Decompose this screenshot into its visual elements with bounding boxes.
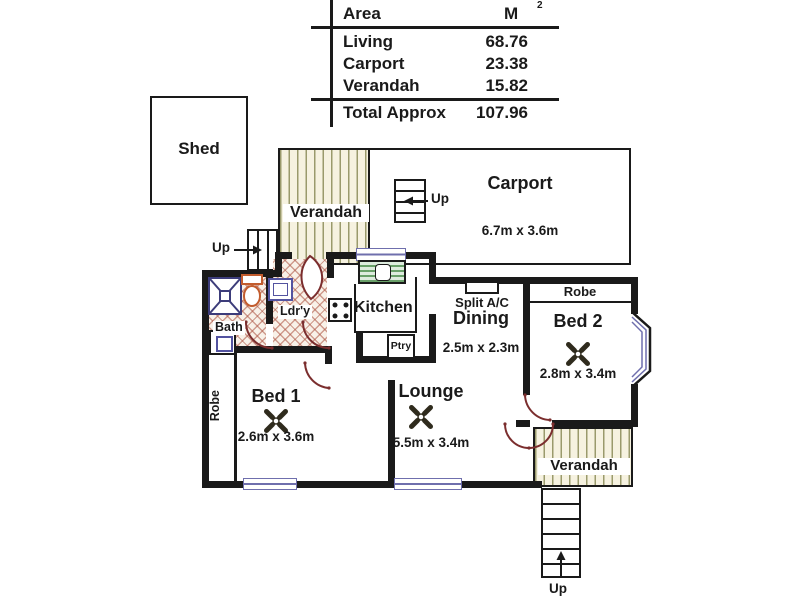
bed1-door-arc [304, 362, 330, 389]
table-total-label: Total Approx [343, 103, 446, 122]
carport-label: Carport [487, 173, 553, 193]
bed1-dims: 2.6m x 3.6m [237, 429, 315, 444]
wall [282, 252, 292, 259]
wall [325, 346, 332, 364]
bed2-robe-label: Robe [563, 284, 597, 299]
table-row-label: Living [343, 32, 394, 51]
bed1-window [243, 478, 297, 490]
wall [429, 252, 436, 284]
toilet-cistern [241, 274, 263, 285]
carport-dims: 6.7m x 3.6m [481, 223, 559, 238]
stove [328, 298, 352, 322]
french-door-left-arc [504, 423, 530, 449]
laundry-door-arc [302, 321, 330, 349]
dining-dims: 2.5m x 2.3m [442, 340, 520, 355]
dining-label: Dining [453, 308, 509, 328]
wall [516, 420, 530, 427]
entry-stairs-arrow-icon [234, 245, 262, 255]
wall [356, 356, 436, 363]
table-row-value: 23.38 [485, 54, 528, 73]
wall [429, 314, 436, 363]
toilet-icon [243, 285, 261, 307]
lounge-window [394, 478, 462, 490]
bed2-dims: 2.8m x 3.4m [539, 366, 617, 381]
split-ac-unit [465, 281, 499, 294]
laundry-label: Ldr'y [278, 304, 313, 319]
ceiling-fan-icon [566, 342, 590, 366]
stove-burners-icon [332, 302, 349, 319]
wall [202, 270, 209, 488]
bath-door-arc [245, 321, 273, 349]
rear-stairs-arrow-icon [556, 551, 566, 576]
kitchen-bench [354, 277, 417, 333]
back-door-arc [300, 254, 324, 301]
wall [429, 277, 638, 284]
bed1-label: Bed 1 [251, 386, 301, 406]
split-ac-label: Split A/C [455, 295, 509, 310]
rear-stairs-up-label: Up [549, 581, 567, 596]
wall [523, 277, 530, 395]
wall [327, 252, 334, 278]
bath-basin-bowl [216, 336, 233, 352]
kitchen-sink-bowl [375, 264, 391, 281]
bay-window [631, 311, 652, 388]
shed-room: Shed [150, 96, 248, 205]
table-header-rule [311, 26, 559, 29]
kitchen-label: Kitchen [354, 299, 413, 316]
ceiling-fan-hub [272, 417, 280, 425]
ceiling-fan-hub [417, 413, 425, 421]
ceiling-fan-hub [574, 350, 582, 358]
carport-stairs-up-label: Up [431, 191, 449, 206]
ceiling-fan-icon [264, 409, 288, 433]
table-header-unit: M [504, 4, 519, 23]
bed2-door-arc [524, 394, 551, 421]
wall [202, 346, 332, 353]
wall [326, 252, 358, 259]
wall [275, 252, 282, 277]
pantry-label: Ptry [390, 340, 412, 352]
shower-icon [209, 278, 241, 314]
entry-stairs [247, 229, 278, 271]
laundry-tub-bowl [273, 283, 288, 296]
kitchen-sink [358, 260, 406, 284]
bath-label: Bath [213, 320, 245, 335]
wall [388, 380, 395, 488]
wall [356, 333, 363, 363]
table-row-value: 68.76 [485, 32, 528, 51]
ceiling-fan-icon [409, 405, 433, 429]
wall [202, 270, 282, 277]
lounge-label: Lounge [398, 381, 464, 401]
bed2-robe: Robe [530, 284, 631, 303]
table-row-label: Carport [343, 54, 405, 73]
laundry-tub [268, 278, 293, 301]
bed2-label: Bed 2 [553, 311, 603, 331]
wall [631, 277, 638, 314]
wall [552, 420, 638, 427]
entry-stairs-up-label: Up [212, 240, 230, 255]
table-vertical-rule [330, 0, 333, 127]
door-hinge-dots [244, 320, 555, 450]
wall [631, 384, 638, 427]
bed1-robe-divider [234, 353, 237, 481]
table-header-area: Area [343, 4, 381, 23]
table-row-value: 15.82 [485, 76, 528, 95]
shed-label: Shed [178, 139, 220, 158]
table-row-label: Verandah [343, 76, 420, 95]
verandah-top-label: Verandah [283, 204, 369, 222]
wall [460, 481, 542, 488]
wall [295, 481, 396, 488]
table-total-rule [311, 98, 559, 101]
table-header-unit-sup: 2 [537, 0, 543, 11]
french-door-right-arc [528, 423, 554, 449]
pantry: Ptry [387, 334, 415, 359]
carport-stairs-arrow-icon [404, 196, 428, 206]
verandah-rear-label: Verandah [538, 457, 630, 475]
table-total-value: 107.96 [476, 103, 528, 122]
wall [404, 252, 436, 259]
lounge-dims: 5.5m x 3.4m [392, 435, 470, 450]
wall [202, 481, 245, 488]
